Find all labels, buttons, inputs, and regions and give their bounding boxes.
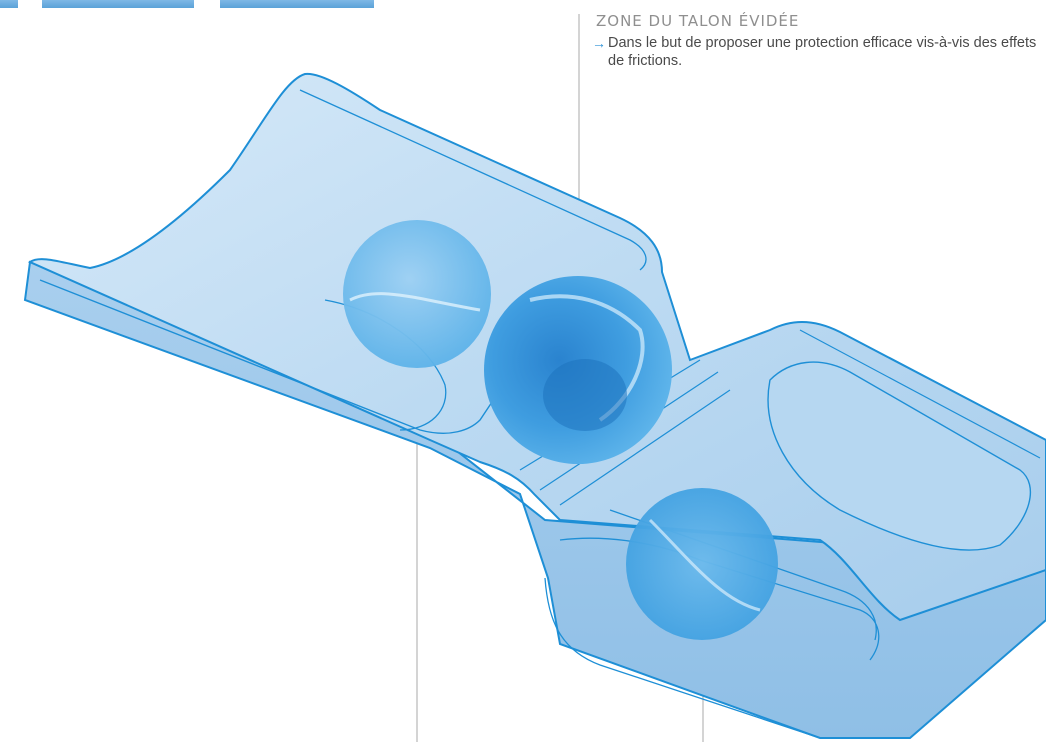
annotation-block: ZONE DU TALON ÉVIDÉE → Dans le but de pr… (592, 12, 1042, 70)
back-ridge-contour (299, 89, 647, 271)
zoom-circle-heel-hollow (543, 359, 627, 431)
left-channel-contour (39, 279, 501, 434)
right-recess-contour (767, 361, 1032, 551)
annotation-text: Dans le but de proposer une protection e… (608, 35, 1037, 69)
right-recess-inner-contour (799, 329, 1041, 459)
annotation-body: → Dans le but de proposer une protection… (592, 34, 1042, 70)
arrow-right-icon: → (592, 35, 606, 51)
thumbnail-strip-right (220, 0, 374, 8)
zoom-circle-left-highlight (349, 292, 481, 312)
thumbnail-strip-left (0, 0, 18, 8)
zoom-circle-bottom-highlight (648, 518, 761, 612)
zoom-circle-bottom (626, 488, 778, 640)
thumbnail-strip-middle (42, 0, 194, 8)
bottom-edge-contour (544, 577, 821, 739)
zoom-circle-left (343, 220, 491, 368)
annotation-title: ZONE DU TALON ÉVIDÉE (596, 12, 800, 30)
